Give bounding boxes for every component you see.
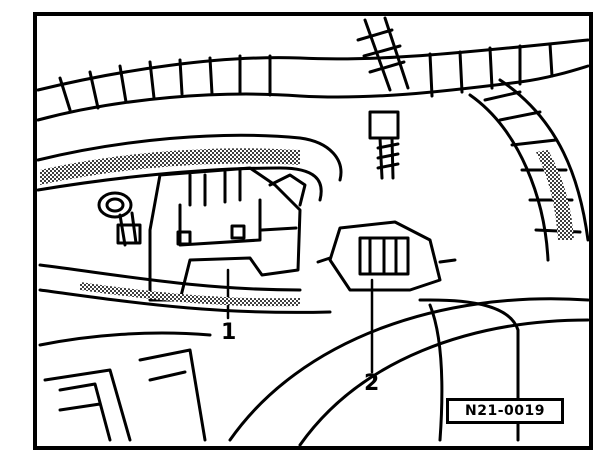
engine-bay-drawing xyxy=(36,16,590,447)
hatch-right xyxy=(536,150,574,240)
hose-left xyxy=(36,133,343,182)
hatch-hose xyxy=(40,148,300,185)
housing xyxy=(228,297,590,442)
relay-1 xyxy=(148,166,302,302)
illustration-frame xyxy=(33,12,593,450)
hatch-strip xyxy=(80,282,300,307)
connector-2 xyxy=(328,220,442,292)
figure-code: N21-0019 xyxy=(446,398,564,424)
callout-label-2: 2 xyxy=(364,371,380,396)
callout-label-1: 1 xyxy=(221,320,237,345)
fuse-box xyxy=(43,348,207,442)
